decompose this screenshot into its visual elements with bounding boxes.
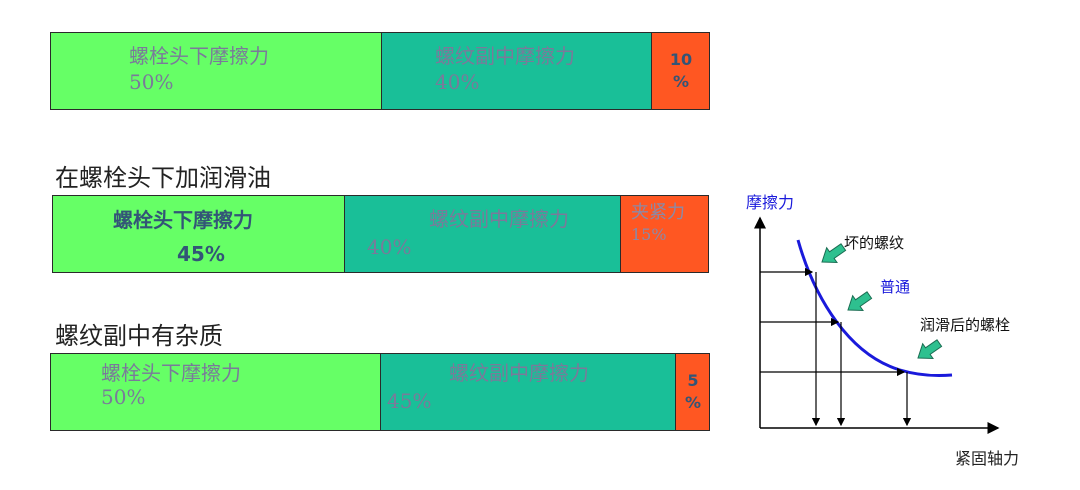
heading-impurity: 螺纹副中有杂质 [55, 322, 223, 350]
thread-friction-label: 螺纹副中摩擦力 [435, 44, 575, 68]
thread-friction-label: 螺纹副中摩擦力 [449, 361, 589, 385]
annotation-normal: 普通 [880, 278, 910, 296]
clamp-force-value: 10 % [669, 50, 693, 91]
thread-friction-segment: 螺纹副中摩擦力 45% [380, 354, 675, 430]
bolt-head-friction-value: 45% [177, 242, 225, 266]
thread-friction-label: 螺纹副中摩擦力 [429, 207, 569, 231]
annotation-bad-thread: 坏的螺纹 [844, 234, 904, 252]
bolt-head-friction-value: 50% [129, 70, 174, 94]
clamp-force-segment: 夹紧力 15% [620, 196, 708, 272]
friction-bar-impurity: 螺栓头下摩擦力 50% 螺纹副中摩擦力 45% 5 % [50, 353, 710, 431]
friction-vs-clamp-force-diagram: 摩擦力 紧固轴力 坏的螺纹 普通 润滑后的螺栓 [746, 193, 1019, 468]
clamp-force-segment: 10 % [651, 33, 709, 109]
friction-curve [796, 239, 953, 377]
clamp-force-segment: 5 % [675, 354, 709, 430]
pointer-arrow-normal [847, 291, 873, 312]
y-axis-label: 摩擦力 [746, 193, 794, 212]
annotation-lubricated: 润滑后的螺栓 [920, 316, 1010, 334]
thread-friction-segment: 螺纹副中摩擦力 40% [344, 196, 620, 272]
thread-friction-value: 45% [387, 389, 432, 413]
thread-friction-value: 40% [367, 235, 412, 259]
bolt-head-friction-segment: 螺栓头下摩擦力 50% [51, 354, 380, 430]
bolt-head-friction-value: 50% [101, 385, 146, 409]
bolt-head-friction-label: 螺栓头下摩擦力 [101, 361, 241, 385]
pointer-arrow-bad [821, 243, 847, 264]
thread-friction-segment: 螺纹副中摩擦力 40% [381, 33, 651, 109]
friction-bar-normal: 螺栓头下摩擦力 50% 螺纹副中摩擦力 40% 10 % [50, 32, 710, 110]
clamp-force-value: 5 % [684, 371, 702, 412]
friction-bar-lubricated: 螺栓头下摩擦力 45% 螺纹副中摩擦力 40% 夹紧力 15% [52, 195, 709, 273]
thread-friction-value: 40% [435, 70, 480, 94]
heading-lubricated: 在螺栓头下加润滑油 [55, 164, 271, 192]
bolt-head-friction-segment: 螺栓头下摩擦力 45% [53, 196, 344, 272]
x-axis-label: 紧固轴力 [955, 449, 1019, 468]
pointer-arrow-lubricated [917, 339, 943, 360]
clamp-force-value: 15% [631, 225, 667, 244]
bolt-head-friction-segment: 螺栓头下摩擦力 50% [51, 33, 381, 109]
bolt-head-friction-label: 螺栓头下摩擦力 [129, 44, 269, 68]
bolt-head-friction-label: 螺栓头下摩擦力 [113, 208, 253, 232]
clamp-force-label: 夹紧力 [631, 202, 685, 223]
